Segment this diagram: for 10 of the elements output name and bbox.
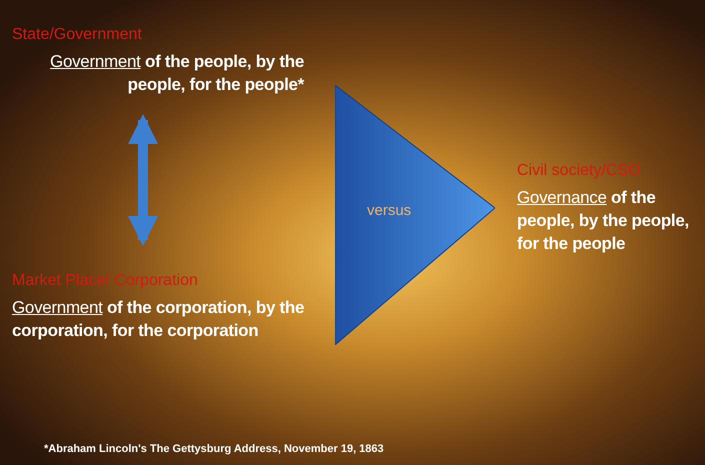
footnote: *Abraham Lincoln's The Gettysburg Address, November 19, 1863 bbox=[44, 442, 384, 457]
triangle-label: versus bbox=[367, 200, 412, 221]
heading: Civil society/CSO bbox=[517, 161, 642, 181]
body-text: Government of the corporation, by the corporation, for the corporation bbox=[12, 297, 306, 342]
heading: Market Place/ Corporation bbox=[12, 271, 199, 291]
body-text: Government of the people, by the people, for the people* bbox=[49, 51, 306, 96]
triangle-shape bbox=[335, 85, 495, 345]
heading: State/Government bbox=[12, 25, 143, 45]
body-text: Governance of the people, by the people, for the people bbox=[517, 187, 690, 255]
double-arrow bbox=[128, 114, 158, 246]
